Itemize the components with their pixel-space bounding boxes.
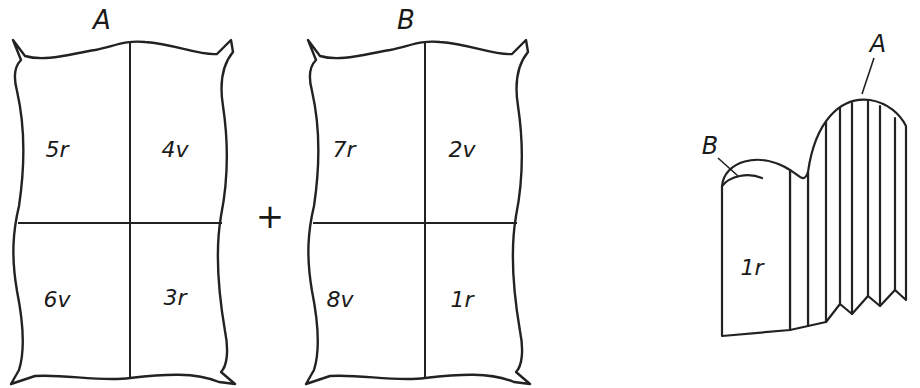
- fold-line: [313, 222, 517, 224]
- parchment-sheet: B 7r 2v 8v 1r: [300, 0, 540, 388]
- sheet-letter: B: [702, 134, 718, 158]
- page-number: 3r: [163, 287, 186, 309]
- hide-border: [11, 40, 235, 384]
- pleat: [808, 100, 906, 326]
- front-curl: [722, 175, 762, 186]
- sheet-letter: A: [870, 32, 886, 56]
- page-number: 7r: [332, 139, 355, 161]
- leader-line: [862, 58, 874, 94]
- page-number: 1r: [740, 257, 763, 279]
- hide-outline: [300, 36, 535, 386]
- hide-border: [306, 40, 530, 384]
- page-number: 4v: [161, 139, 188, 161]
- page-number: 2v: [448, 139, 475, 161]
- page-number: 8v: [326, 289, 353, 311]
- fold-line: [424, 43, 426, 377]
- hide-outline: [5, 36, 240, 386]
- pleat-fold: [894, 118, 896, 290]
- pleat-fold: [867, 101, 869, 296]
- fold-line: [129, 43, 131, 377]
- parchment-sheet: A 5r 4v 6v 3r: [5, 0, 245, 388]
- fold-panel: [790, 170, 808, 330]
- pleat-fold: [825, 122, 827, 322]
- plus-sign: +: [256, 199, 285, 233]
- front-panel: [722, 160, 790, 336]
- fold-line: [18, 222, 222, 224]
- leader-line: [718, 158, 738, 176]
- page-number: 5r: [45, 139, 68, 161]
- pleat-fold: [851, 103, 853, 314]
- sheet-letter: A: [93, 7, 111, 33]
- pleat-fold: [879, 106, 881, 306]
- page-number: 1r: [450, 289, 473, 311]
- sheet-letter: B: [397, 7, 415, 33]
- pleat-fold: [839, 108, 841, 304]
- page-number: 6v: [43, 289, 70, 311]
